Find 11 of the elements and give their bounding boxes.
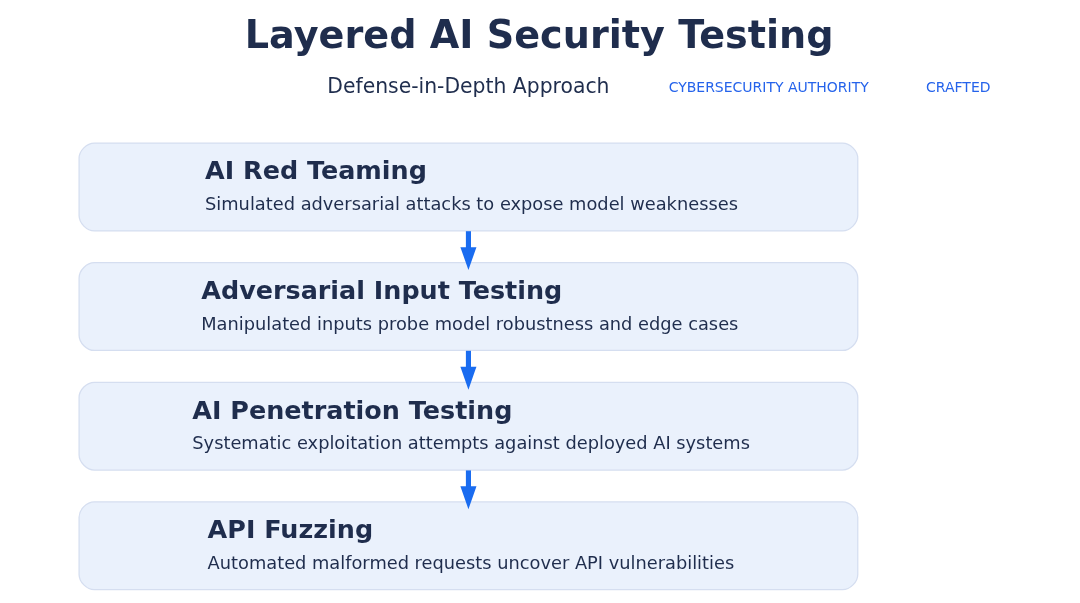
node-box: AI Penetration Testing Systematic exploitation attempts against deployed AI systems	[78, 381, 859, 471]
label: Defense-in-Depth Approach	[327, 74, 610, 99]
node-box: AI Red Teaming Simulated adversarial attacks to expose model weaknesses	[78, 142, 859, 232]
node-box: Adversarial Input Testing Manipulated inputs probe model robustness and edge cases	[78, 262, 859, 352]
diagram-title: Layered AI Security Testing	[244, 12, 834, 57]
label: CYBERSECURITY AUTHORITY	[668, 78, 869, 95]
arrow	[460, 470, 477, 510]
arrow	[460, 350, 477, 390]
label: CRAFTED	[926, 78, 991, 95]
arrow	[460, 231, 477, 271]
node-box: API Fuzzing Automated malformed requests uncover API vulnerabilities	[78, 501, 859, 591]
